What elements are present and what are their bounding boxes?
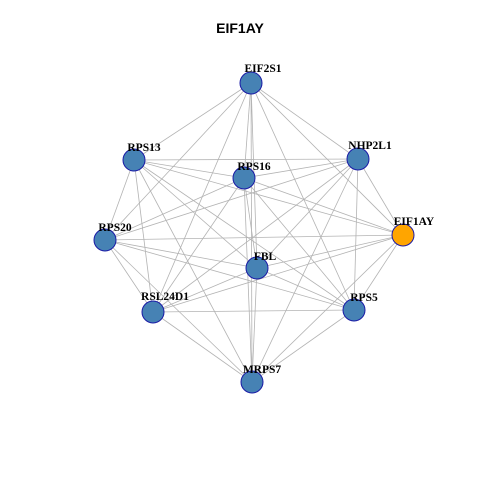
node-label-mrps7: MRPS7 [243, 364, 282, 376]
edge-rps20-fbl [104, 239, 258, 269]
edge-nhp2l1-rps13 [133, 158, 359, 161]
edge-rps20-rps13 [104, 159, 135, 241]
edge-mrps7-rsl24d1 [152, 311, 253, 383]
edge-mrps7-rps13 [133, 159, 253, 383]
edge-eif2s1-nhp2l1 [250, 82, 359, 160]
edge-rps5-rps20 [104, 239, 355, 311]
node-label-eif1ay: EIF1AY [394, 216, 435, 228]
edge-rsl24d1-rps13 [133, 159, 154, 313]
edge-rsl24d1-rps16 [152, 177, 245, 313]
edge-eif1ay-rps16 [243, 177, 404, 236]
edge-mrps7-fbl [251, 267, 258, 383]
node-layer [93, 71, 415, 394]
node-eif2s1 [239, 71, 263, 95]
edge-eif1ay-rps20 [104, 234, 404, 241]
edge-eif1ay-rps5 [353, 234, 404, 311]
node-rps5 [342, 298, 366, 322]
edge-nhp2l1-rps16 [243, 158, 359, 179]
node-mrps7 [240, 370, 264, 394]
edge-rps20-rps16 [104, 177, 245, 241]
edge-rps5-rps13 [133, 159, 355, 311]
node-fbl [245, 256, 269, 280]
edge-rps5-rps16 [243, 177, 355, 311]
edge-rps13-rps16 [133, 159, 245, 179]
edge-nhp2l1-eif1ay [357, 158, 404, 236]
node-rps20 [93, 228, 117, 252]
edge-eif1ay-rsl24d1 [152, 234, 404, 313]
figure-title: EIF1AY [216, 20, 264, 36]
edge-rps16-fbl [243, 177, 258, 269]
edge-eif2s1-rps5 [250, 82, 355, 311]
node-nhp2l1 [346, 147, 370, 171]
edge-eif1ay-rps13 [133, 159, 404, 236]
edge-rps13-fbl [133, 159, 258, 269]
edge-nhp2l1-mrps7 [251, 158, 359, 383]
node-label-rps5: RPS5 [350, 292, 378, 304]
edge-eif2s1-rsl24d1 [152, 82, 252, 313]
edge-eif2s1-rps13 [133, 82, 252, 161]
edge-rsl24d1-fbl [152, 267, 258, 313]
edge-eif2s1-rps16 [243, 82, 252, 179]
node-rps16 [232, 166, 256, 190]
edge-nhp2l1-rsl24d1 [152, 158, 359, 313]
node-label-rps20: RPS20 [98, 222, 131, 234]
edge-eif1ay-fbl [256, 234, 404, 269]
edge-rps5-rsl24d1 [152, 309, 355, 313]
node-label-rps16: RPS16 [237, 161, 270, 173]
edge-eif2s1-rps20 [104, 82, 252, 241]
node-rps13 [122, 148, 146, 172]
node-eif1ay [391, 223, 415, 247]
edge-nhp2l1-rps20 [104, 158, 359, 241]
edge-eif1ay-mrps7 [251, 234, 404, 383]
node-label-nhp2l1: NHP2L1 [348, 140, 392, 152]
edge-nhp2l1-rps5 [353, 158, 359, 311]
edge-mrps7-rps16 [243, 177, 253, 383]
edge-rps5-mrps7 [251, 309, 355, 383]
node-rsl24d1 [141, 300, 165, 324]
node-label-rps13: RPS13 [127, 142, 160, 154]
edge-mrps7-rps20 [104, 239, 253, 383]
edge-rsl24d1-rps20 [104, 239, 154, 313]
edge-nhp2l1-fbl [256, 158, 359, 269]
node-label-rsl24d1: RSL24D1 [141, 291, 189, 303]
edge-layer [104, 82, 404, 383]
node-label-eif2s1: EIF2S1 [244, 63, 281, 75]
edge-rps5-fbl [256, 267, 355, 311]
node-label-fbl: FBL [254, 251, 277, 263]
